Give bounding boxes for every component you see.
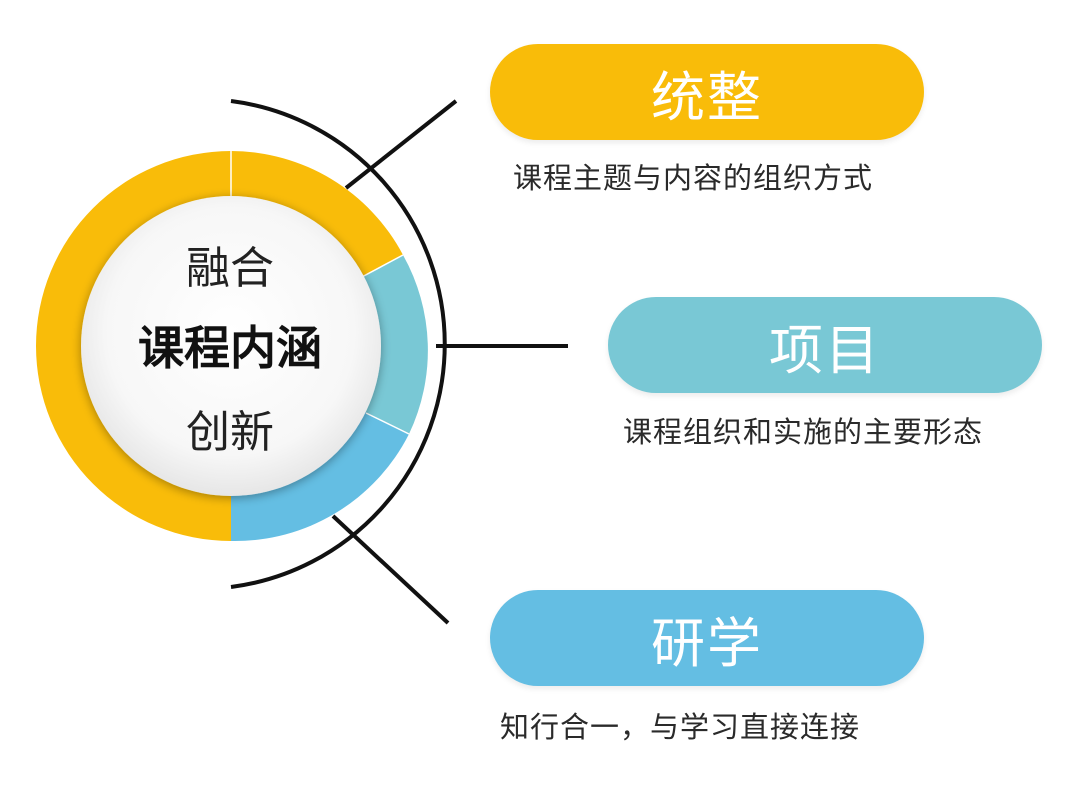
- pill-research-study: 研学: [490, 590, 924, 686]
- center-top-text: 融合: [186, 243, 274, 294]
- center-bottom-text: 创新: [186, 407, 274, 458]
- center-title: 课程内涵: [138, 321, 322, 375]
- ring-divider: [359, 254, 404, 279]
- description-research-study: 知行合一，与学习直接连接: [500, 710, 861, 744]
- connector-line-top: [344, 99, 458, 190]
- description-project: 课程组织和实施的主要形态: [623, 415, 984, 449]
- ring-divider: [365, 412, 410, 435]
- pill-project: 项目: [608, 297, 1042, 393]
- center-circle: [81, 196, 381, 496]
- description-integration: 课程主题与内容的组织方式: [513, 161, 874, 195]
- pill-integration: 统整: [490, 44, 924, 140]
- connector-line-bottom: [331, 514, 450, 625]
